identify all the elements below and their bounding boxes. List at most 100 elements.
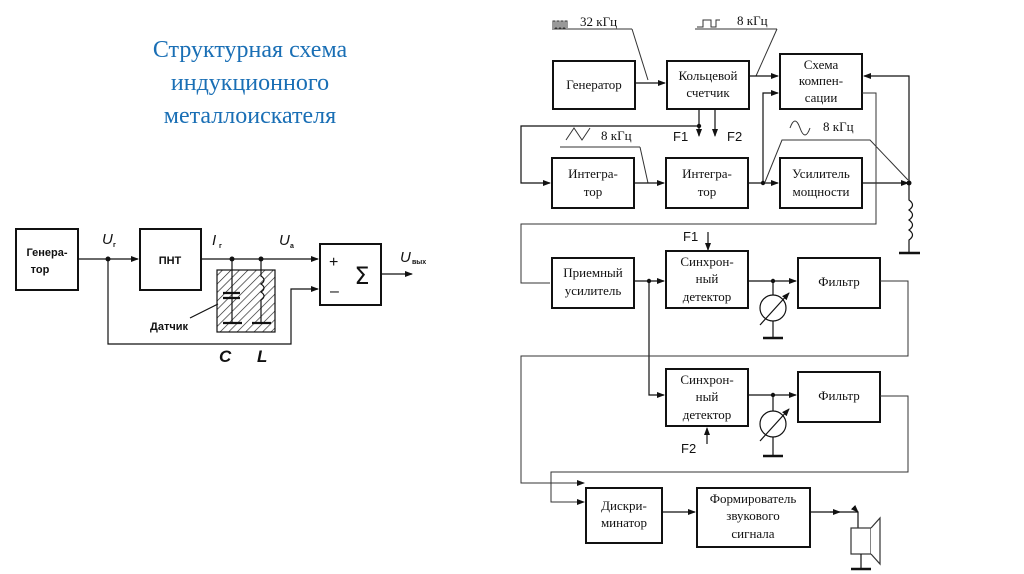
wire-filter1-discr (520, 280, 909, 486)
generator-label: Генератор (566, 77, 621, 92)
coil-icon (907, 183, 914, 253)
sine-wave-icon (789, 120, 811, 136)
ring-counter-label-1: Кольцевой (678, 68, 737, 83)
filter2-label: Фильтр (818, 388, 860, 403)
discriminator-label-2: минатор (601, 515, 647, 530)
discriminator-block (585, 487, 663, 544)
triangle-wave-icon (565, 127, 591, 141)
wire-recv-sync2 (648, 281, 665, 398)
speaker-cone-icon (870, 516, 881, 566)
sound-shaper-label-1: Формирователь (710, 491, 797, 506)
annotation-leader (764, 139, 909, 183)
ua-label: U (279, 232, 290, 249)
wire-int2-to-comp (762, 90, 779, 183)
minus-sign: – (330, 283, 339, 300)
annotation-leader (631, 28, 649, 81)
sync-detector2-block (665, 368, 749, 427)
ig-label: I (212, 232, 216, 249)
title-line-3: металлоискателя (163, 103, 337, 129)
compensation-label-1: Схема (804, 57, 839, 72)
ug-subscript: г (113, 242, 116, 249)
left-block-diagram: Генера- тор U г ПНТ I г U a Датчик C L +… (15, 228, 426, 366)
generator-block (552, 60, 636, 110)
receiver-amp-label-2: усилитель (565, 283, 622, 298)
ua-subscript: a (290, 243, 294, 250)
compensation-label-3: сации (805, 90, 838, 105)
filter1-label: Фильтр (818, 274, 860, 289)
ring-counter-label-2: счетчик (686, 85, 730, 100)
freq-8khz-sine-label: 8 кГц (823, 119, 854, 134)
c-label: C (219, 347, 232, 366)
ig-subscript: г (219, 243, 222, 250)
ring-counter-block (666, 60, 750, 110)
compensation-label-2: компен- (799, 73, 843, 88)
freq-32khz-label: 32 кГц (580, 14, 617, 29)
power-amp-block (779, 157, 863, 209)
f1-label: F1 (673, 129, 688, 144)
wire-filter2-discr (550, 395, 909, 505)
integrator2-block (665, 157, 749, 209)
wire-feedback-minus (107, 259, 319, 345)
plus-sign: + (329, 254, 338, 271)
l-label: L (257, 347, 267, 366)
sound-shaper-label-2: звукового (726, 508, 780, 523)
wire-f1-to-integrator (520, 125, 699, 186)
speaker-icon (850, 527, 872, 555)
meter2-icon (759, 410, 787, 438)
title-line-1: Структурная схема (152, 37, 348, 63)
generator-label-2: тор (31, 264, 50, 276)
compensation-block (779, 53, 863, 110)
sound-shaper-block (696, 487, 811, 548)
meter1-icon (759, 294, 787, 322)
uout-subscript: вых (412, 259, 426, 266)
uout-label: U (400, 249, 411, 266)
sigma-icon: Σ (354, 262, 369, 290)
generator-block (15, 228, 79, 291)
integrator2-label-1: Интегра- (682, 166, 732, 181)
right-block-diagram: 32 кГц 8 кГц Генератор Кольцевой счетчик… (520, 13, 920, 571)
sensor-hatched-box (216, 269, 276, 333)
freq-8khz-triangle-label: 8 кГц (601, 128, 632, 143)
annotation-leader (755, 28, 778, 77)
receiver-amp-block (551, 257, 635, 309)
sync-detector2-label-2: ный (696, 389, 719, 404)
sensor-leader-line (189, 303, 219, 319)
f2-label: F2 (727, 129, 742, 144)
meter1-needle (759, 292, 790, 326)
sync-detector2-label-3: детектор (683, 407, 732, 422)
filter2-block (797, 371, 881, 423)
sound-shaper-label-3: сигнала (731, 526, 774, 541)
integrator1-label-2: тор (584, 184, 603, 199)
square-wave-icon (697, 19, 720, 28)
wire-comp-to-receiver (520, 92, 877, 284)
summator-block (319, 243, 382, 306)
sync-f1-label: F1 (683, 229, 698, 244)
discriminator-label-1: Дискри- (601, 498, 647, 513)
sync-detector1-label-2: ный (696, 271, 719, 286)
title-line-2: индукционного (170, 70, 330, 96)
sync-detector1-label-1: Синхрон- (680, 254, 733, 269)
pnt-label: ПНТ (159, 255, 182, 267)
ug-label: U (102, 231, 113, 248)
wire-coil-to-comp (863, 73, 910, 183)
sync-detector1-block (665, 250, 749, 309)
slide-title: Структурная схема индукционного металлои… (120, 34, 380, 133)
receiver-amp-label-1: Приемный (563, 265, 623, 280)
freq-8khz-square-label: 8 кГц (737, 13, 768, 28)
integrator2-label-2: тор (698, 184, 717, 199)
power-amp-label-1: Усилитель (792, 166, 850, 181)
sync-detector2-label-1: Синхрон- (680, 372, 733, 387)
inductor-symbol (259, 259, 265, 323)
pulse-train-icon (552, 20, 568, 29)
annotation-leader (639, 146, 649, 184)
power-amp-label-2: мощности (793, 184, 850, 199)
wire-shaper-speaker (810, 504, 859, 528)
pnt-block (139, 228, 202, 291)
integrator1-label-1: Интегра- (568, 166, 618, 181)
filter1-block (797, 257, 881, 309)
meter2-needle (759, 408, 790, 442)
generator-label-1: Генера- (26, 247, 67, 259)
sync-f2-label: F2 (681, 441, 696, 456)
sync-detector1-label-3: детектор (683, 289, 732, 304)
